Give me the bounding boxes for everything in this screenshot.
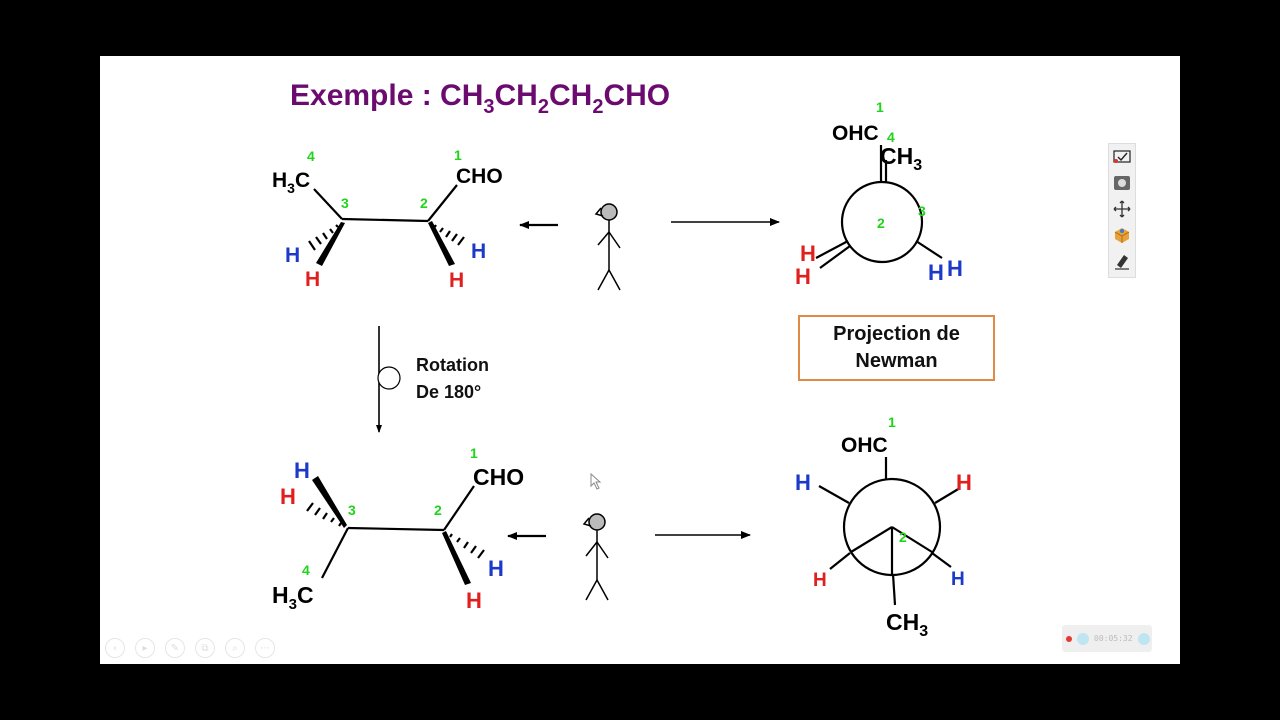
box-icon[interactable] xyxy=(1109,222,1135,248)
carbon-number: 1 xyxy=(454,147,462,163)
ch3-group: H3C xyxy=(272,582,314,613)
mouse-cursor xyxy=(590,472,602,490)
record-icon[interactable] xyxy=(1109,170,1135,196)
carbon-number: 2 xyxy=(420,195,428,211)
cho-group: CHO xyxy=(456,165,503,188)
wedge-bond xyxy=(316,222,345,266)
h-atom: H xyxy=(305,268,320,291)
newman-projection-label: Projection de Newman xyxy=(798,315,995,381)
h-atom: H xyxy=(795,470,811,495)
play-icon[interactable]: ▸ xyxy=(135,638,155,658)
wedge-bond xyxy=(312,476,347,528)
pen-icon[interactable]: ✎ xyxy=(165,638,185,658)
h-atom: H xyxy=(928,260,944,285)
carbon-number: 4 xyxy=(302,562,310,578)
annotation-toolbar xyxy=(1108,143,1136,278)
h-atom: H xyxy=(813,570,827,591)
recording-time: 00:05:32 xyxy=(1094,634,1133,643)
h-atom: H xyxy=(795,264,811,289)
carbon-number: 4 xyxy=(307,148,315,164)
ohc-group: OHC xyxy=(841,434,888,457)
carbon-number: 2 xyxy=(899,529,907,545)
slide-title: Exemple : CH3CH2CH2CHO xyxy=(290,79,670,118)
h-atom: H xyxy=(951,569,965,590)
h-atom: H xyxy=(947,256,963,281)
observer-figure xyxy=(594,203,621,291)
carbon-number: 1 xyxy=(888,414,896,430)
newman-label-line: Projection de xyxy=(833,323,960,345)
rotation-circle xyxy=(377,366,401,390)
ohc-group: OHC xyxy=(832,122,879,145)
ch3-group: CH3 xyxy=(880,143,922,174)
h-atom: H xyxy=(956,470,972,495)
h-atom: H xyxy=(449,269,464,292)
bottom-molecule: H3C CHO H H H H 4 3 2 1 xyxy=(272,445,524,613)
newman-top: OHC CH3 H H H H 1 4 2 3 xyxy=(795,99,963,289)
pause-icon[interactable] xyxy=(1077,632,1089,645)
carbon-number: 1 xyxy=(470,445,478,461)
carbon-number: 4 xyxy=(887,129,895,145)
hash-bond xyxy=(308,224,339,251)
rotation-label: De 180° xyxy=(416,382,481,402)
ch3-group: H3C xyxy=(272,169,310,196)
more-icon[interactable]: ⋯ xyxy=(255,638,275,658)
wedge-bond xyxy=(428,221,455,266)
ch3-group: CH3 xyxy=(886,609,928,640)
record-dot-icon xyxy=(1066,635,1072,642)
zoom-icon[interactable]: ⌕ xyxy=(225,638,245,658)
rotation-label: Rotation xyxy=(416,355,489,375)
carbon-number: 2 xyxy=(877,215,885,231)
carbon-number: 3 xyxy=(918,203,926,219)
pen-check-icon[interactable] xyxy=(1109,144,1135,170)
hash-bond xyxy=(433,224,465,246)
carbon-number: 1 xyxy=(876,99,884,115)
h-atom: H xyxy=(285,244,300,267)
wedge-bond xyxy=(442,531,471,585)
newman-label-line: Newman xyxy=(855,350,938,372)
bottom-nav: ‹ ▸ ✎ ⧉ ⌕ ⋯ xyxy=(105,638,275,658)
copy-icon[interactable]: ⧉ xyxy=(195,638,215,658)
stop-icon[interactable] xyxy=(1137,632,1150,645)
h-atom: H xyxy=(800,241,816,266)
move-icon[interactable] xyxy=(1109,196,1135,222)
h-atom: H xyxy=(471,240,486,263)
recorder-widget: 00:05:32 xyxy=(1062,625,1152,652)
h-atom: H xyxy=(488,556,504,581)
carbon-number: 3 xyxy=(348,502,356,518)
carbon-number: 3 xyxy=(341,195,349,211)
newman-bottom: OHC CH3 H H H H 1 2 xyxy=(795,414,972,640)
slide xyxy=(100,56,1180,664)
h-atom: H xyxy=(294,458,310,483)
hash-bond xyxy=(306,502,342,527)
eraser-icon[interactable] xyxy=(1109,248,1135,274)
h-atom: H xyxy=(280,484,296,509)
observer-figure xyxy=(582,513,609,601)
cho-group: CHO xyxy=(473,464,524,490)
h-atom: H xyxy=(466,588,482,613)
back-icon[interactable]: ‹ xyxy=(105,638,125,658)
carbon-number: 2 xyxy=(434,502,442,518)
top-molecule: H3C CHO H H H H 4 3 2 1 xyxy=(272,147,503,292)
hash-bond xyxy=(449,533,485,559)
